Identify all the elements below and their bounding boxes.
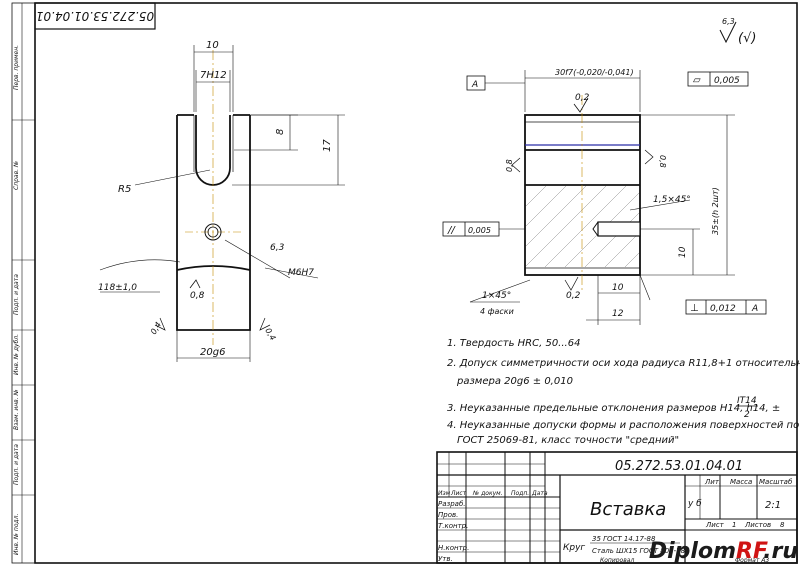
tb-col-list: Лист [450, 490, 467, 497]
svg-text:DiplomRF.ru: DiplomRF.ru [649, 539, 798, 564]
dim-10: 10 [612, 283, 624, 293]
side-label-6: Подп. и дата [13, 444, 20, 485]
dim-35: 35±(h 2шт) [711, 187, 720, 235]
dim-17: 17 [322, 139, 333, 152]
label-63a: 6,3 [270, 243, 285, 253]
tb-role-tkontr: Т.контр. [438, 522, 468, 530]
tb-material-top: 35 ГОСТ 14.17-88 [592, 535, 656, 543]
tb-col-mass: Масса [730, 478, 752, 486]
doc-number-box [34, 2, 156, 30]
tb-part-name: Вставка [590, 499, 666, 520]
inner-frame [34, 2, 798, 564]
tb-role-prov: Пров. [438, 511, 458, 519]
tb-krug: Круг [563, 543, 585, 553]
flatness-symbol: ▱ [693, 75, 701, 86]
tb-kopir: Копировал [600, 557, 634, 564]
wm-part1: Diplom [649, 539, 736, 564]
tb-lit-value: у б [687, 499, 702, 509]
wm-part2: RF [736, 539, 768, 564]
side-label-1: Перв. примен. [13, 45, 20, 90]
left-view: 10 7H12 8 17 R5 118±1,0 0,8 6,3 M6H7 0,4… [98, 40, 345, 362]
dim-02-bottom: 0,2 [566, 291, 581, 301]
ra-08-right: 0,8 [658, 155, 667, 168]
tb-material: Сталь ШХ15 ГОСТ 801-78 [592, 547, 686, 555]
tb-role-nkontr: Н.контр. [438, 544, 469, 552]
side-label-7: Инв. № подл. [13, 514, 20, 555]
tb-role-razrab: Разраб. [438, 500, 466, 508]
datum-a-left: A [471, 80, 478, 90]
parallel-value: 0,005 [468, 226, 491, 235]
note-3-frac-top: IT14 [737, 396, 757, 406]
tb-role-utv: Утв. [438, 555, 453, 563]
watermark-logo: DiplomRF.ru [649, 539, 798, 564]
tb-col-doc: № докум. [472, 490, 503, 497]
dim-8: 8 [275, 129, 286, 135]
general-roughness: 6,3 (√) [719, 17, 756, 46]
dim-bottom: 20g6 [200, 347, 225, 358]
note-3-frac-bottom: 2 [744, 410, 750, 420]
roughness-suffix: (√) [738, 31, 756, 46]
perp-value: 0,012 [710, 304, 736, 314]
label-118: 118±1,0 [98, 283, 137, 293]
tb-col-lit: Лит. [704, 478, 721, 486]
technical-notes: 1. Твердость HRC, 50...64 2. Допуск симм… [447, 338, 800, 446]
tb-designation: 05.272.53.01.04.01 [615, 459, 743, 474]
note-4a: 4. Неуказанные допуски формы и расположе… [447, 420, 799, 431]
note-3: 3. Неуказанные предельные отклонения раз… [447, 403, 780, 414]
label-r5: R5 [118, 184, 131, 195]
note-2b: размера 20g6 ± 0,010 [456, 376, 573, 387]
tb-format: Формат А3 [735, 557, 769, 564]
title-block: 05.272.53.01.04.01 Изм Лист № докум. Под… [436, 451, 798, 564]
dim-chamfer: 1,5×45° [653, 195, 691, 205]
ra-08-left: 0,8 [505, 159, 514, 172]
side-label-5: Взам. инв. № [13, 389, 20, 430]
tb-sheets-no: 8 [780, 521, 785, 529]
note-1: 1. Твердость HRC, 50...64 [447, 338, 580, 349]
tb-sheets-label: Листов [744, 521, 771, 529]
perp-symbol: ⊥ [690, 303, 699, 314]
label-08: 0,8 [190, 291, 205, 301]
dim-4-chamfers: 4 фаски [480, 307, 514, 316]
side-label-4: Инв. № дубл. [13, 334, 20, 375]
side-label-2: Справ. № [13, 161, 20, 190]
flatness-value: 0,005 [714, 76, 740, 86]
tb-col-date: Дата [531, 490, 548, 497]
right-view: A 30f7(-0,020/-0,041) ▱ 0,005 [442, 68, 767, 325]
dim-30: 30f7(-0,020/-0,041) [555, 68, 634, 77]
side-stamp: Перв. примен. Справ. № Подп. и дата Инв.… [12, 3, 35, 563]
tb-col-sign: Подп. [511, 490, 529, 497]
note-2a: 2. Допуск симметричности оси хода радиус… [447, 358, 800, 369]
note-4b: ГОСТ 25069-81, класс точности "средний" [457, 435, 679, 446]
roughness-value: 6,3 [722, 17, 735, 26]
dim-top: 10 [206, 40, 219, 51]
dim-12: 12 [612, 309, 624, 319]
doc-number-rotated: 05.272.53.01.04.01 [36, 9, 154, 23]
label-m6: M6H7 [288, 268, 314, 278]
perp-datum: A [751, 304, 758, 314]
dim-145: 1×45° [482, 291, 511, 301]
tb-sheet-label: Лист [705, 521, 725, 529]
tb-sheet-no: 1 [732, 521, 736, 529]
parallel-symbol: // [447, 225, 456, 236]
dim-slot: 7H12 [200, 70, 227, 81]
wm-part3: .ru [763, 539, 798, 564]
tb-scale-value: 2:1 [765, 500, 781, 511]
label-ra-right: 0,4 [263, 327, 277, 343]
dim-10-vert: 10 [678, 246, 688, 258]
dim-02-top: 0,2 [575, 93, 590, 103]
tb-col-scale: Масштаб [759, 478, 793, 486]
side-label-3: Подп. и дата [13, 274, 20, 315]
tb-col-izm: Изм [438, 490, 451, 497]
